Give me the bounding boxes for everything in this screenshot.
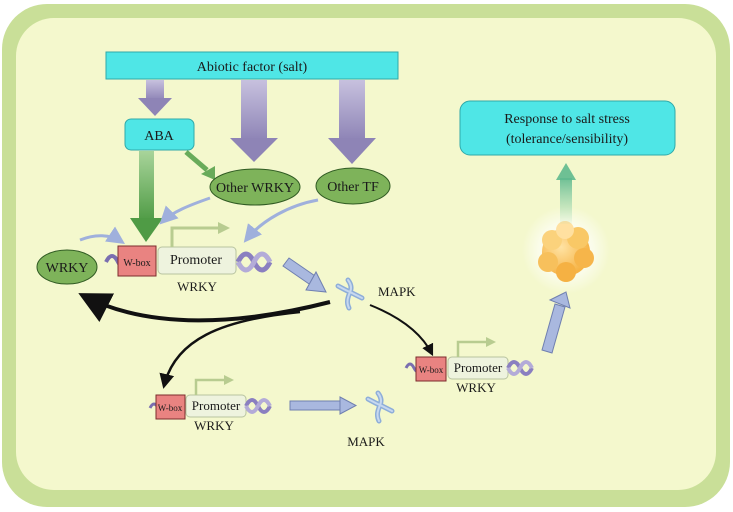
- salt-signal-arrows: [138, 80, 376, 164]
- gene-1-name: WRKY: [177, 279, 217, 294]
- abiotic-factor-box: [105, 51, 399, 80]
- w-box-3-label: W-box: [419, 365, 444, 375]
- promoter-3-label: Promoter: [454, 360, 503, 375]
- feedback-arrows: [78, 293, 434, 389]
- wrky-gene-3: W-box Promoter WRKY: [404, 337, 534, 395]
- other-tf-oval: [315, 167, 391, 205]
- w-box-3: [415, 356, 447, 382]
- other-wrky-label: Other WRKY: [216, 181, 294, 196]
- wrky-gene-2: W-box Promoter WRKY: [148, 375, 272, 433]
- response-line-2: (tolerance/sensibility): [506, 132, 628, 147]
- aba-box: [124, 118, 195, 151]
- w-box-1-label: W-box: [123, 258, 150, 269]
- purple-arrow-to-aba: [138, 80, 172, 116]
- mapk-2-label: MAPK: [347, 434, 385, 449]
- response-protein-blob: [538, 221, 594, 282]
- wrky-gene-1: W-box Promoter WRKY: [104, 222, 273, 294]
- other-tf-label: Other TF: [327, 180, 379, 195]
- w-box-2-label: W-box: [158, 403, 183, 413]
- mapk-1-label: MAPK: [378, 284, 416, 299]
- other-wrky-oval: [209, 168, 301, 206]
- response-line-1: Response to salt stress: [504, 112, 630, 127]
- w-box-2: [155, 394, 186, 420]
- gene-3-name: WRKY: [456, 380, 496, 395]
- translation-arrow-up: [541, 291, 571, 354]
- promoter-1-label: Promoter: [170, 253, 222, 268]
- transcription-arrow-2: [289, 396, 358, 415]
- gene-2-name: WRKY: [194, 418, 234, 433]
- binding-arrows: [79, 196, 319, 244]
- aba-label: ABA: [144, 129, 174, 144]
- wrky-protein-label: WRKY: [46, 261, 89, 276]
- response-fade-arrow: [556, 163, 576, 224]
- w-box-1: [117, 245, 157, 277]
- abiotic-factor-label: Abiotic factor (salt): [197, 60, 308, 75]
- aba-green-arrows: [130, 150, 215, 242]
- response-box: [459, 100, 676, 156]
- promoter-2-label: Promoter: [192, 398, 241, 413]
- transcription-arrow-1: [282, 257, 327, 293]
- wrky-protein-oval: [36, 249, 98, 285]
- purple-arrow-to-other-wrky: [230, 80, 278, 162]
- purple-arrow-to-other-tf: [328, 80, 376, 164]
